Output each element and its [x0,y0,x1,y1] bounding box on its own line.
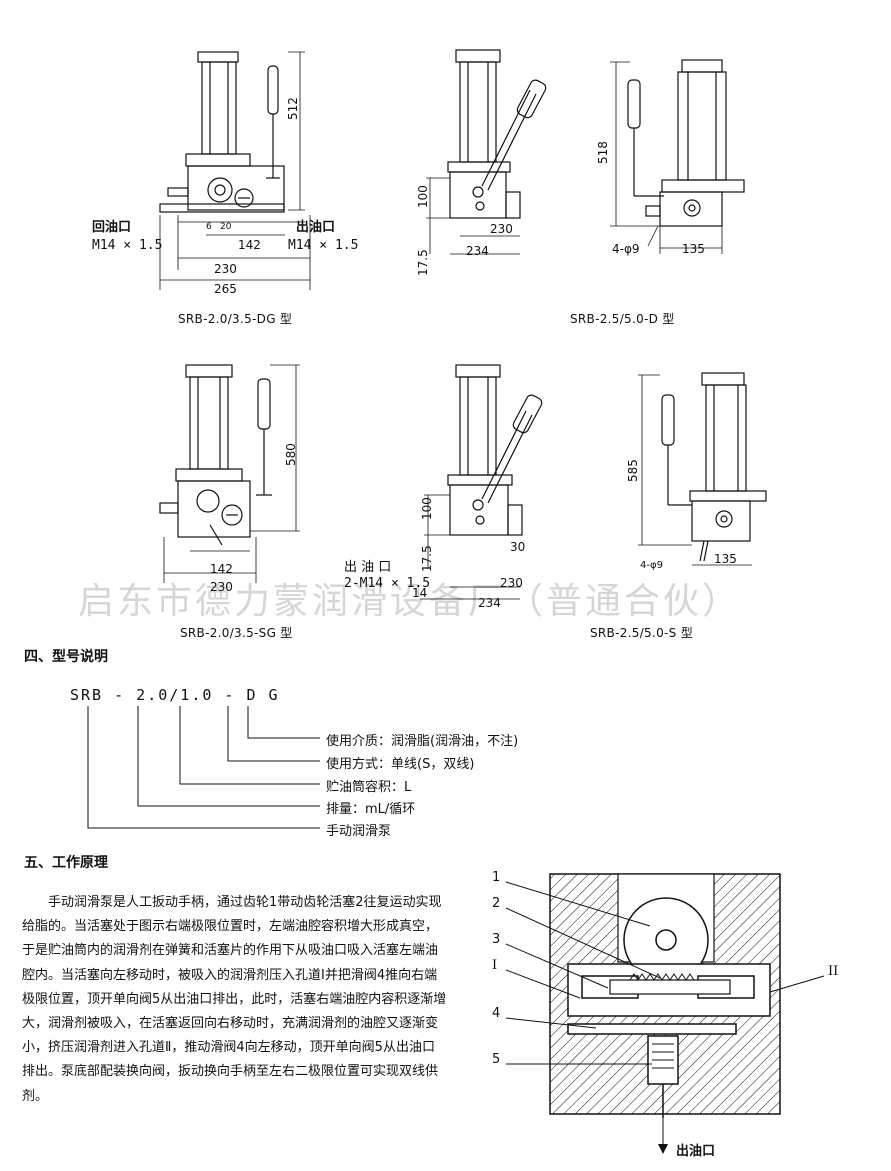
dim-230: 230 [500,576,523,590]
watermark-text: 启东市德力蒙润滑设备厂（普通合伙） [78,581,742,622]
cylinder-cap [197,51,239,63]
dim-142: 142 [238,238,261,252]
dim-17-5: 17.5 [420,545,434,572]
drawing-srb-sg [159,364,300,583]
outlet-port-spec: M14 × 1.5 [288,238,359,253]
model-item-type: 手动润滑泵 [326,824,392,839]
return-port-label: 回油口 [92,220,132,235]
principle-diagram [505,873,825,1154]
model-code: SRB - 2.0/1.0 - D G [70,686,280,704]
handle-grip [267,65,279,115]
return-port-spec: M14 × 1.5 [92,238,163,253]
diagram-label-2: 2 [492,896,501,911]
dim-142: 142 [210,562,233,576]
slide-valve-4 [567,1023,737,1035]
model-item-volume: 贮油筒容积：L [326,780,412,795]
dim-100: 100 [416,185,430,208]
outlet-port-label: 出油口 [296,220,336,235]
section5-title: 五、工作原理 [24,855,108,871]
diagram-label-4: 4 [492,1006,501,1021]
dim-height: 512 [286,97,300,120]
dim-518: 518 [596,141,610,164]
dim-20: 20 [220,222,232,232]
diagram-label-3: 3 [492,932,501,947]
dim-230: 230 [490,222,513,236]
dim-30: 30 [510,540,526,554]
pump-body [187,165,285,211]
caption-srb-dg: SRB-2.0/3.5-DG 型 [178,312,293,326]
caption-srb-sg: SRB-2.0/3.5-SG 型 [180,626,293,640]
drawing-srb-d-front [610,59,745,254]
drawing-srb-s-front [638,372,767,566]
diagram-label-channel-2: II [828,964,839,979]
drawing-srb-s-side [420,364,543,600]
dim-14: 14 [412,586,428,600]
model-item-displacement: 排量：mL/循环 [326,802,416,817]
dim-585: 585 [626,459,640,482]
working-principle-text: 手动润滑泵是人工扳动手柄，通过齿轮1带动齿轮活塞2往复运动实现给脂的。当活塞处于… [22,895,447,1104]
dim-100: 100 [420,497,434,520]
gear-piston-2 [609,979,731,995]
dim-234: 234 [466,244,489,258]
model-item-mode: 使用方式：单线(S，双线) [326,757,475,772]
dim-580: 580 [284,443,298,466]
drawing-srb-dg [159,51,311,290]
flange [185,153,251,167]
outlet-port-spec: 2-M14 × 1.5 [344,576,431,591]
model-item-medium: 使用介质：润滑脂(润滑油，不注) [326,734,519,749]
dim-234: 234 [478,596,501,610]
diagram-label-5: 5 [492,1052,501,1067]
cylinder-body [201,61,237,155]
outlet-port-label: 出 油 口 [344,560,392,575]
section4-title: 四、型号说明 [24,649,108,665]
dim-holes: 4-φ9 [612,242,640,256]
model-code-leader-lines [87,706,320,829]
drawing-srb-d-side [426,49,547,255]
dim-265: 265 [214,282,237,296]
diagram-label-1: 1 [492,870,501,885]
diagram-outlet-label: 出油口 [676,1144,716,1159]
dim-230: 230 [214,262,237,276]
dim-holes: 4-φ9 [640,560,663,571]
gauge [207,177,233,203]
caption-srb-d: SRB-2.5/5.0-D 型 [570,312,675,326]
dim-135: 135 [682,242,705,256]
diagram-label-channel-1: I [492,958,498,973]
dim-17-5: 17.5 [416,249,430,276]
dim-230: 230 [210,580,233,594]
dim-6: 6 [206,222,212,232]
dim-135: 135 [714,552,737,566]
caption-srb-s: SRB-2.5/5.0-S 型 [590,626,693,640]
